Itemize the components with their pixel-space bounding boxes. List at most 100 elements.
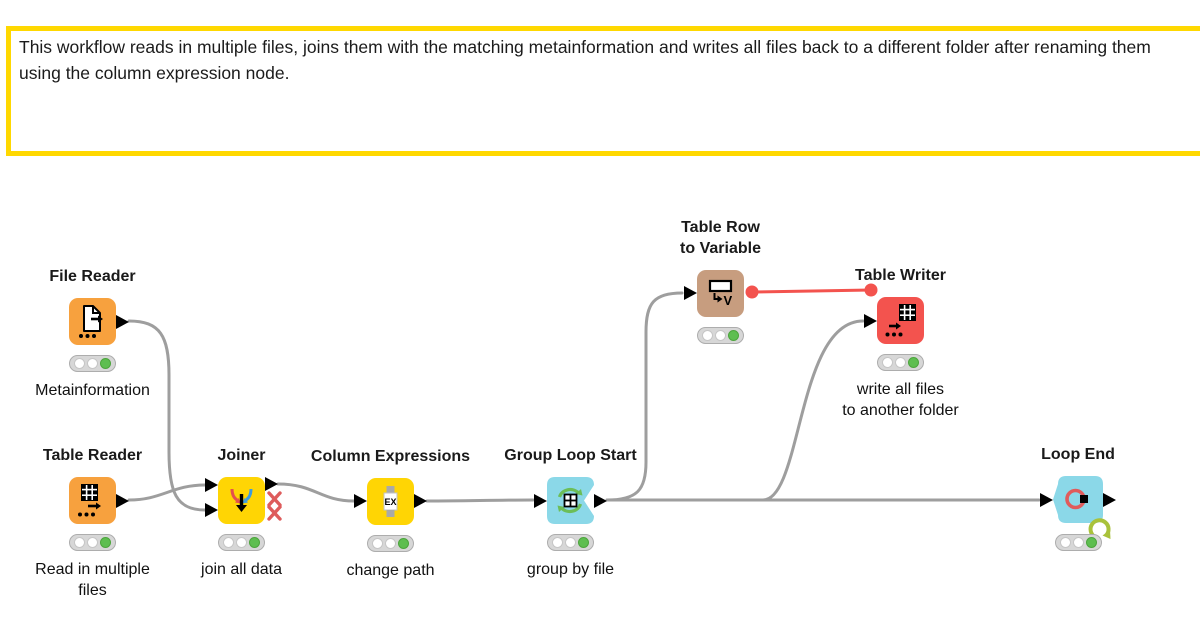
status-traffic-light <box>547 534 594 551</box>
table-writer-icon[interactable] <box>877 297 924 344</box>
node-table-row-to-variable[interactable]: Table Row to Variable V <box>680 219 761 344</box>
node-title: Loop End <box>1041 446 1115 463</box>
status-light-red <box>552 537 563 548</box>
node-label: write all files to another folder <box>842 381 959 419</box>
node-label: group by file <box>526 561 615 578</box>
status-light-yellow <box>236 537 247 548</box>
wire-column-expressions-to-group-loop-start[interactable] <box>425 498 535 503</box>
node-title: Group Loop Start <box>504 447 637 464</box>
status-light-red <box>74 358 85 369</box>
table-reader-glyph <box>78 484 101 517</box>
wire-group-loop-start-to-table-writer[interactable] <box>761 319 865 502</box>
flow-variable-out-port[interactable] <box>745 285 759 299</box>
inactive-port-x-icon <box>267 491 282 507</box>
status-light-green <box>100 358 111 369</box>
node-title: Joiner <box>217 447 266 464</box>
output-port[interactable] <box>414 494 427 508</box>
inactive-port-x-icon <box>267 505 282 521</box>
status-traffic-light <box>367 535 414 552</box>
loop-end-glyph <box>1053 476 1103 523</box>
status-light-green <box>578 537 589 548</box>
wire-flow-variable[interactable] <box>751 288 872 294</box>
flow-variable-in-port[interactable] <box>864 283 878 297</box>
status-light-green <box>249 537 260 548</box>
table-row-to-variable-glyph: V <box>708 279 733 308</box>
status-light-red <box>1060 537 1071 548</box>
node-column-expressions[interactable]: Column Expressions EX change path <box>311 448 470 579</box>
joiner-glyph <box>230 488 253 512</box>
group-loop-start-icon[interactable] <box>547 477 594 524</box>
status-light-green <box>1086 537 1097 548</box>
output-port[interactable] <box>265 477 278 491</box>
status-traffic-light <box>69 355 116 372</box>
status-traffic-light <box>218 534 265 551</box>
wire-table-reader-to-joiner[interactable] <box>127 483 207 502</box>
node-loop-end[interactable]: Loop End <box>1040 446 1116 551</box>
file-reader-glyph <box>79 305 103 338</box>
input-port[interactable] <box>684 286 697 300</box>
node-label: Read in multiple files <box>35 561 150 599</box>
status-light-yellow <box>87 537 98 548</box>
status-light-green <box>728 330 739 341</box>
output-port[interactable] <box>594 493 607 508</box>
node-table-writer[interactable]: Table Writer write all files to another … <box>842 267 959 419</box>
status-light-yellow <box>87 358 98 369</box>
node-title: File Reader <box>49 268 136 285</box>
node-group-loop-start[interactable]: Group Loop Start group by file <box>504 447 636 578</box>
status-traffic-light <box>69 534 116 551</box>
table-reader-icon[interactable] <box>69 477 116 524</box>
status-light-green <box>908 357 919 368</box>
node-joiner[interactable]: Joiner join all data <box>201 447 282 578</box>
node-label: change path <box>346 562 435 579</box>
status-light-red <box>74 537 85 548</box>
status-traffic-light <box>1055 534 1102 551</box>
status-light-yellow <box>895 357 906 368</box>
status-light-red <box>223 537 234 548</box>
node-title: Table Row to Variable <box>680 219 761 257</box>
input-port[interactable] <box>354 494 367 508</box>
status-light-yellow <box>565 537 576 548</box>
status-light-red <box>702 330 713 341</box>
loop-end-icon[interactable] <box>1053 476 1103 523</box>
input-port[interactable] <box>534 493 547 508</box>
status-light-red <box>372 538 383 549</box>
wire-group-loop-start-to-table-row-to-variable[interactable] <box>605 291 684 502</box>
status-light-yellow <box>1073 537 1084 548</box>
group-loop-start-glyph <box>547 477 594 524</box>
status-light-yellow <box>715 330 726 341</box>
node-label: Metainformation <box>35 382 150 399</box>
node-title: Table Reader <box>42 447 143 464</box>
svg-text:EX: EX <box>384 497 396 507</box>
wire-file-reader-to-joiner[interactable] <box>127 319 207 512</box>
status-traffic-light <box>877 354 924 371</box>
node-table-reader[interactable]: Table Reader Read in multiple files <box>35 447 150 599</box>
node-file-reader[interactable]: File Reader Metainformation <box>35 268 150 399</box>
status-light-yellow <box>385 538 396 549</box>
output-port[interactable] <box>116 314 129 329</box>
output-port[interactable] <box>116 493 129 508</box>
output-port[interactable] <box>1103 492 1116 507</box>
input-port-bottom[interactable] <box>205 503 218 517</box>
input-port[interactable] <box>1040 492 1053 507</box>
column-expressions-icon[interactable]: EX <box>367 478 414 525</box>
status-light-red <box>882 357 893 368</box>
table-writer-glyph <box>885 304 916 337</box>
node-title: Column Expressions <box>310 448 471 465</box>
file-reader-icon[interactable] <box>69 298 116 345</box>
status-traffic-light <box>697 327 744 344</box>
node-label: join all data <box>201 561 282 578</box>
joiner-icon[interactable] <box>218 477 265 524</box>
status-light-green <box>100 537 111 548</box>
input-port-top[interactable] <box>205 478 218 492</box>
column-expressions-glyph: EX <box>383 486 398 517</box>
svg-text:V: V <box>724 293 733 308</box>
loop-refresh-icon <box>1088 518 1111 539</box>
wire-joiner-to-column-expressions[interactable] <box>276 482 356 503</box>
status-light-green <box>398 538 409 549</box>
workflow-annotation[interactable]: This workflow reads in multiple files, j… <box>6 26 1200 156</box>
input-port[interactable] <box>864 314 877 328</box>
table-row-to-variable-icon[interactable]: V <box>697 270 744 317</box>
node-title: Table Writer <box>855 267 946 284</box>
